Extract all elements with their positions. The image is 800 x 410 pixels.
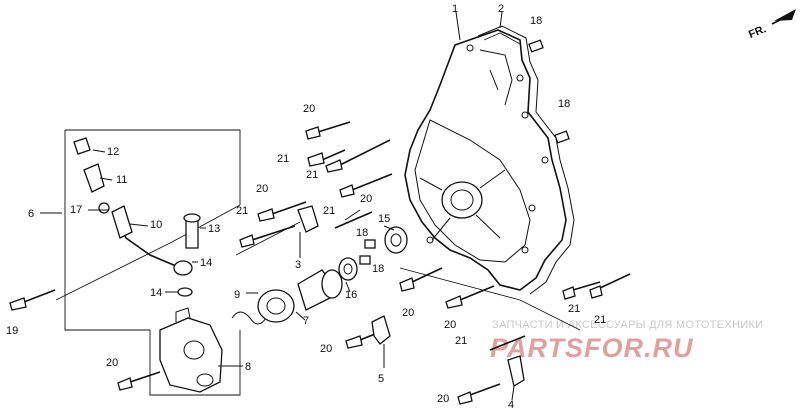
callout-20: 20 [360,193,372,205]
callout-21: 21 [568,303,580,315]
callout-13: 13 [208,223,220,235]
callout-18: 18 [530,15,542,27]
callout-20: 20 [106,357,118,369]
lifter-housing [149,307,241,396]
callout-18: 18 [356,227,368,239]
callout-9: 9 [234,289,240,301]
callout-21: 21 [306,169,318,181]
callout-7: 7 [303,315,309,327]
callout-labels: 1 2 18 18 20 21 21 20 20 21 21 12 11 6 1… [6,3,606,410]
callout-1: 1 [452,3,458,15]
front-direction-label: FR. [747,23,768,41]
callout-20: 20 [256,183,268,195]
cable-bracket [371,315,391,345]
dowel-pin [554,130,570,144]
callout-8: 8 [245,361,251,373]
callout-2: 2 [498,3,504,15]
wire-clamp [507,355,525,388]
callout-15: 15 [378,213,390,225]
callout-11: 11 [116,174,127,186]
callout-10: 10 [150,219,162,231]
watermark-tagline: ЗАПЧАСТИ И АКСЕССУАРЫ ДЛЯ МОТОТЕХНИКИ [492,319,763,331]
arrow-shaft [771,14,791,25]
callout-20: 20 [402,307,414,319]
callout-20: 20 [437,393,449,405]
oil-seal-and-spring [231,226,408,325]
callout-12: 12 [107,146,119,158]
hose-clip [297,205,319,233]
cover-gasket [477,25,575,295]
callout-20: 20 [444,319,456,331]
callout-6: 6 [28,208,34,220]
callout-17: 17 [70,204,82,216]
callout-16: 16 [345,289,357,301]
callout-14: 14 [150,287,162,299]
front-direction-arrow: FR. [747,9,796,41]
callout-20: 20 [303,103,315,115]
callout-3: 3 [295,259,301,271]
callout-18: 18 [558,98,570,110]
dowel-pin [528,39,544,53]
watermark-logo: PARTSFOR.RU [490,333,694,363]
clutch-lifter-assembly [55,129,241,331]
callout-20: 20 [320,343,332,355]
arrow-head-icon [774,9,796,21]
callout-19: 19 [6,325,18,337]
callout-21: 21 [236,205,248,217]
callout-leaders [40,11,515,401]
callout-14: 14 [200,257,212,269]
callout-21: 21 [455,335,467,347]
callout-21: 21 [277,153,289,165]
callout-5: 5 [378,373,384,385]
callout-18: 18 [372,263,384,275]
crankcase-cover [404,29,567,291]
callout-4: 4 [508,399,514,410]
callout-21: 21 [323,205,335,217]
callout-21: 21 [594,314,606,326]
